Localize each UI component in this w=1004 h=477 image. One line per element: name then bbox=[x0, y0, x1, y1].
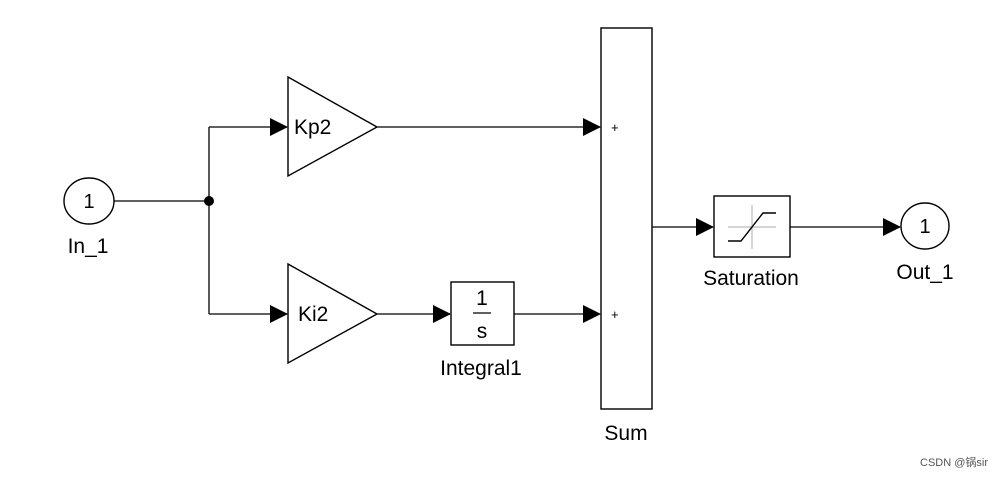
inport-shape[interactable] bbox=[63, 177, 115, 225]
sum-label: Sum bbox=[604, 422, 647, 445]
sum-sign-1: + bbox=[611, 120, 619, 135]
signal-lines bbox=[114, 126, 900, 315]
integrator-block[interactable]: 1 s Integral1 bbox=[440, 281, 522, 380]
outport-block[interactable]: 1 Out_1 bbox=[896, 202, 954, 284]
gain-kp2-block[interactable]: Kp2 bbox=[287, 75, 379, 178]
gain-ki2-shape[interactable] bbox=[287, 262, 379, 365]
sum-shape[interactable] bbox=[600, 27, 653, 410]
outport-number: 1 bbox=[919, 216, 930, 238]
arrowhead-integral-in bbox=[433, 305, 451, 323]
sum-sign-2: + bbox=[611, 307, 619, 322]
gain-ki2-block[interactable]: Ki2 bbox=[287, 262, 379, 365]
inport-number: 1 bbox=[83, 191, 94, 213]
arrowhead-out-in bbox=[883, 218, 901, 236]
gain-kp2-shape[interactable] bbox=[287, 75, 379, 178]
outport-shape[interactable] bbox=[900, 202, 950, 250]
arrowhead-sum-in-1 bbox=[583, 118, 601, 136]
watermark-text: CSDN @锅sir bbox=[920, 456, 988, 469]
arrowhead-kp2-in bbox=[270, 118, 288, 136]
gain-ki2-label: Ki2 bbox=[298, 303, 328, 326]
integrator-label: Integral1 bbox=[440, 357, 522, 380]
arrowhead-saturation-in bbox=[696, 218, 714, 236]
inport-label: In_1 bbox=[68, 235, 109, 258]
sum-block[interactable]: + + Sum bbox=[600, 27, 653, 445]
saturation-label: Saturation bbox=[703, 267, 799, 290]
saturation-block[interactable]: Saturation bbox=[703, 195, 799, 290]
branch-point bbox=[204, 196, 214, 206]
arrowheads bbox=[270, 118, 901, 323]
gain-kp2-label: Kp2 bbox=[294, 116, 331, 139]
integrator-numerator: 1 bbox=[476, 287, 488, 310]
inport-block[interactable]: 1 In_1 bbox=[63, 177, 115, 258]
outport-label: Out_1 bbox=[896, 261, 953, 284]
arrowhead-ki2-in bbox=[270, 305, 288, 323]
integrator-denominator: s bbox=[477, 320, 488, 343]
saturation-icon bbox=[728, 205, 776, 249]
arrowhead-sum-in-2 bbox=[583, 305, 601, 323]
